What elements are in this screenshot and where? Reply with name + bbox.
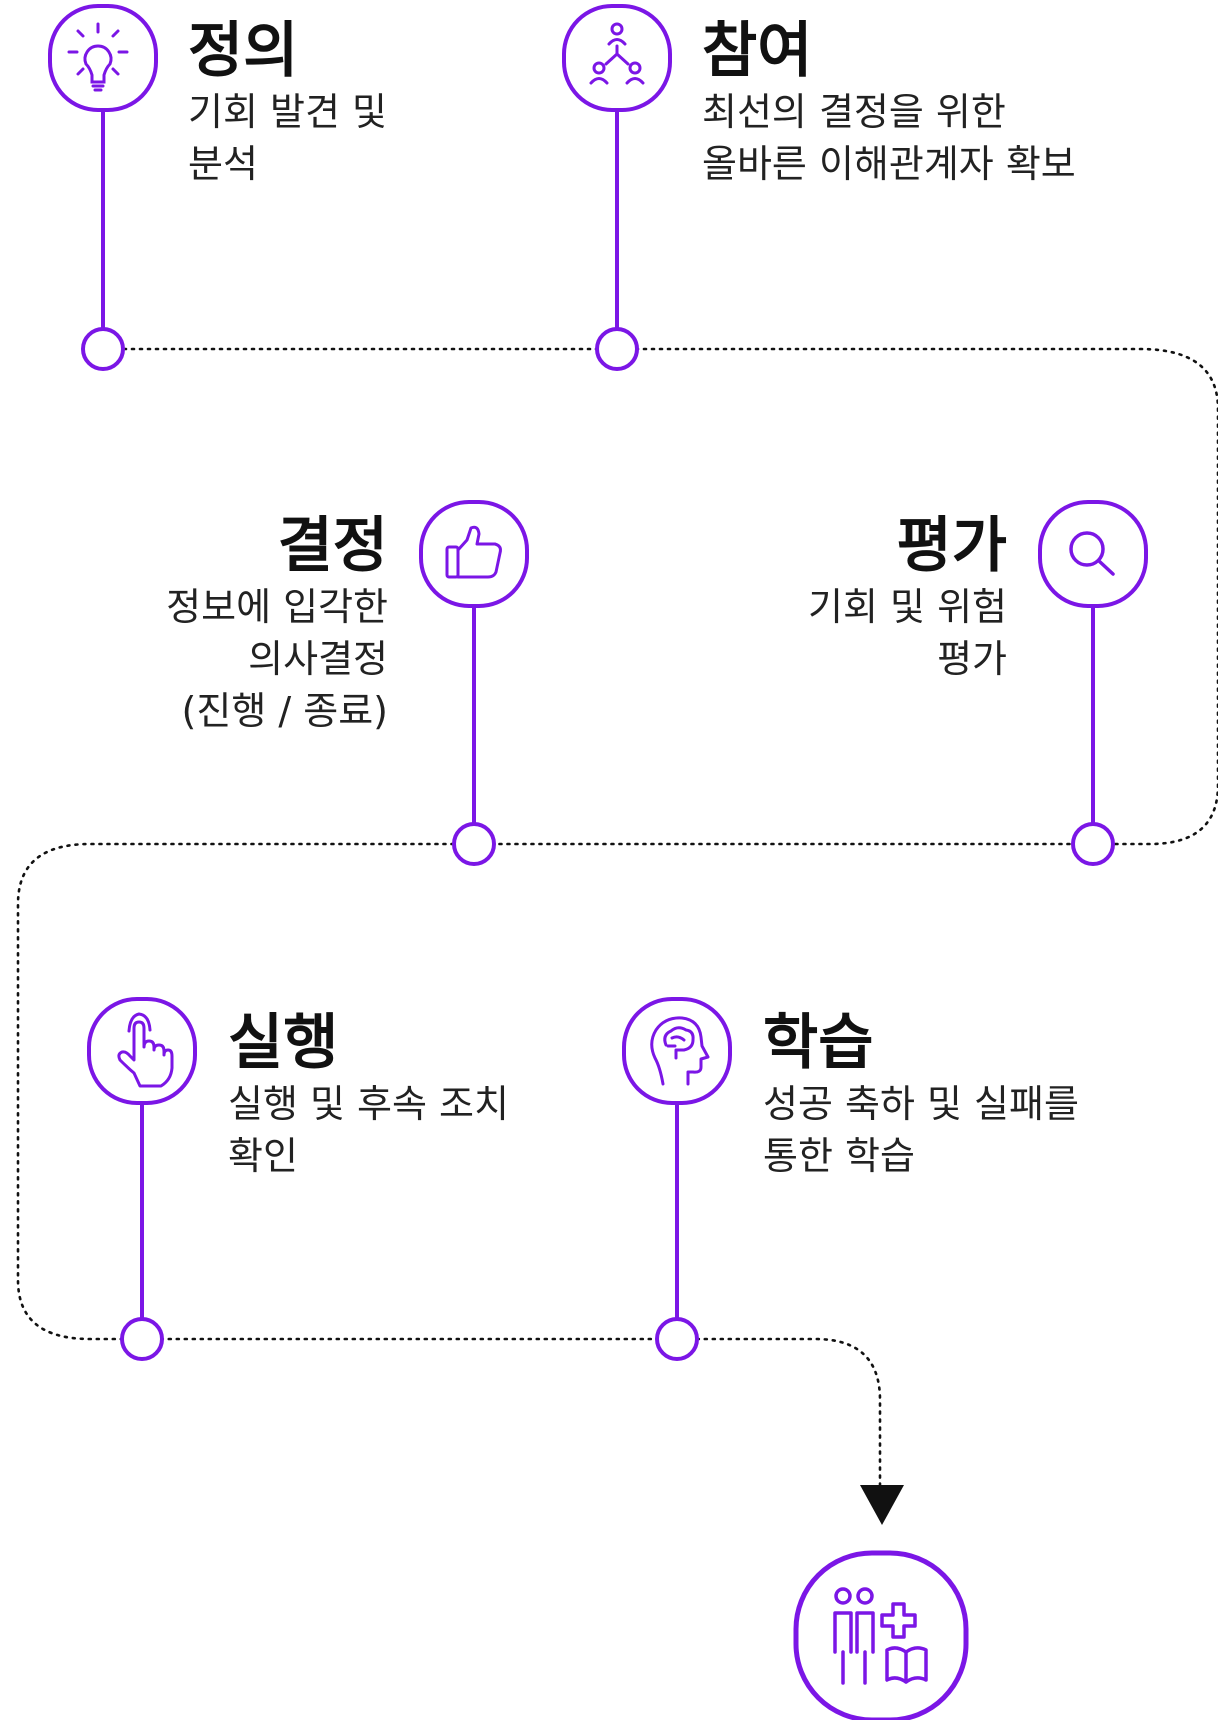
step-title: 실행: [228, 1008, 339, 1078]
step-title: 참여: [702, 16, 813, 86]
step-decide: 결정 정보에 입각한 의사결정 (진행 / 종료): [166, 513, 388, 737]
node-dot-engage: [595, 327, 639, 371]
flow-path: [16, 347, 1218, 1497]
step-description: 기회 및 위험 평가: [808, 585, 1007, 681]
icon-badge-decide: [419, 500, 529, 608]
pointing-hand-icon: [117, 1012, 174, 1088]
step-execute: 실행 실행 및 후속 조치 확인: [228, 1010, 509, 1182]
step-engage: 참여 최선의 결정을 위한 올바른 이해관계자 확보: [702, 18, 1076, 190]
step-evaluate: 평가 기회 및 위험 평가: [808, 513, 1007, 685]
lightbulb-icon: [67, 22, 129, 92]
flow-arrowhead: [860, 1485, 904, 1525]
step-title: 결정: [277, 511, 388, 581]
icon-badge-engage: [562, 4, 672, 112]
step-learn: 학습 성공 축하 및 실패를 통한 학습: [763, 1010, 1079, 1182]
node-dot-learn: [655, 1317, 699, 1361]
step-title: 학습: [763, 1008, 874, 1078]
magnifier-icon: [1069, 531, 1115, 576]
node-dot-evaluate: [1071, 822, 1115, 866]
icon-badge-define: [48, 4, 158, 112]
stakeholder-network-icon: [589, 22, 645, 85]
step-description: 최선의 결정을 위한 올바른 이해관계자 확보: [702, 90, 1076, 186]
step-title: 정의: [188, 16, 299, 86]
node-dot-execute: [120, 1317, 164, 1361]
step-description: 정보에 입각한 의사결정 (진행 / 종료): [166, 585, 388, 733]
step-define: 정의 기회 발견 및 분석: [188, 18, 387, 190]
node-dot-define: [81, 327, 125, 371]
thumbs-up-icon: [445, 525, 502, 579]
step-description: 기회 발견 및 분석: [188, 90, 387, 186]
step-description: 실행 및 후속 조치 확인: [228, 1082, 509, 1178]
step-description: 성공 축하 및 실패를 통한 학습: [763, 1082, 1079, 1178]
icon-badge-end: [793, 1550, 969, 1720]
node-dot-decide: [452, 822, 496, 866]
people-health-learning-icon: [833, 1587, 928, 1685]
head-brain-icon: [650, 1016, 710, 1086]
icon-badge-evaluate: [1038, 500, 1148, 608]
step-title: 평가: [896, 511, 1007, 581]
